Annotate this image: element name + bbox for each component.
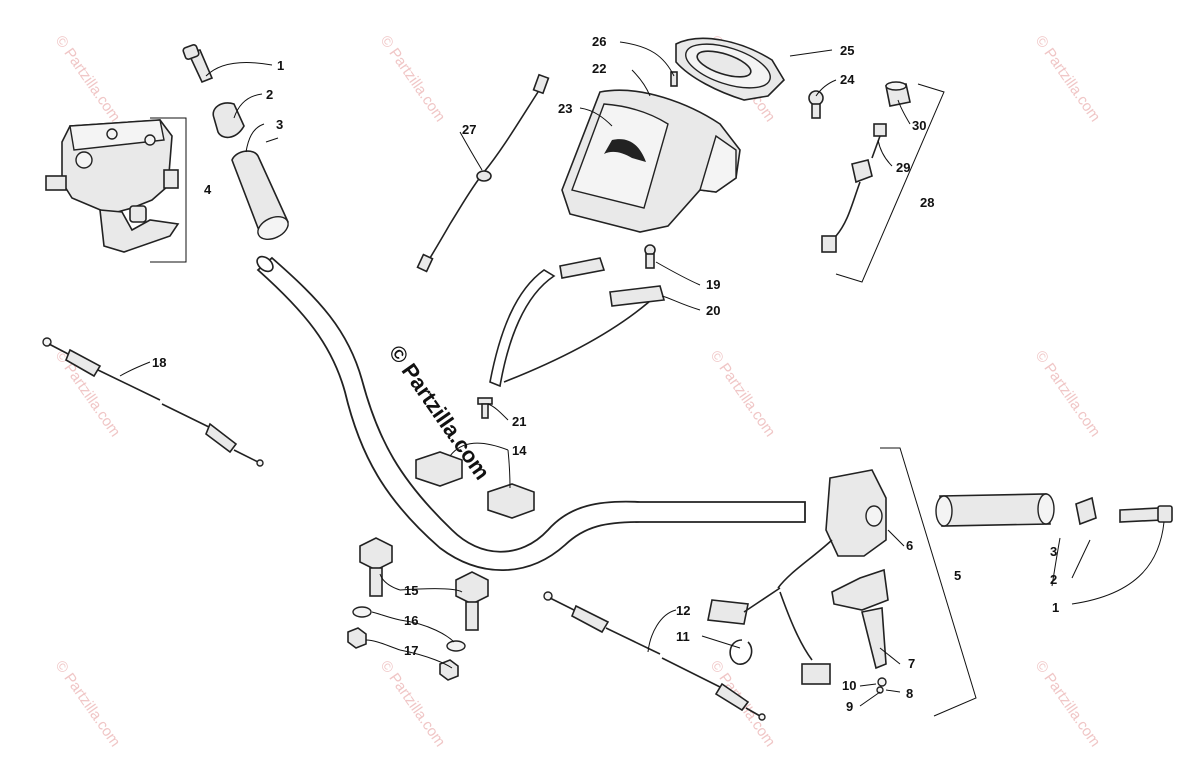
- callout-3: 3: [276, 117, 283, 132]
- screw-26: [670, 71, 678, 87]
- callout-20: 20: [706, 303, 720, 318]
- screw-24: [808, 90, 824, 119]
- switch-housing-right: [707, 469, 887, 685]
- left-bar-end-weight: [212, 102, 245, 139]
- callout-21: 21: [512, 414, 526, 429]
- callout-4: 4: [204, 182, 212, 197]
- right-grip-bolt: [1119, 505, 1173, 523]
- callout-9: 9: [846, 699, 853, 714]
- watermark-text: © Partzilla.com: [1032, 33, 1104, 126]
- gauge-assembly: [675, 37, 786, 101]
- switch-harness: [821, 81, 911, 253]
- callout-24: 24: [840, 72, 855, 87]
- callout-30: 30: [912, 118, 926, 133]
- bracket-4: [150, 117, 187, 263]
- callout-27: 27: [462, 122, 476, 137]
- callout-8: 8: [906, 686, 913, 701]
- throttle-housing: [45, 119, 180, 253]
- callout-22: 22: [592, 61, 606, 76]
- watermark-text: © Partzilla.com: [52, 658, 124, 751]
- watermark-text: © Partzilla.com: [52, 33, 124, 126]
- right-grip: [935, 493, 1055, 527]
- callout-16: 16: [404, 613, 418, 628]
- mount-bracket: [489, 244, 666, 388]
- callout-18: 18: [152, 355, 166, 370]
- washers-16: [352, 606, 466, 652]
- watermark-text: © Partzilla.com: [707, 348, 779, 441]
- handlebar: [256, 255, 806, 571]
- left-grip: [231, 150, 289, 241]
- watermark-text: © Partzilla.com: [377, 658, 449, 751]
- callout-11: 11: [676, 629, 690, 644]
- throttle-cable: [543, 591, 766, 721]
- callout-29: 29: [896, 160, 910, 175]
- callout-26: 26: [592, 34, 606, 49]
- callout-12: 12: [676, 603, 690, 618]
- callout-5: 5: [954, 568, 961, 583]
- callout-23: 23: [558, 101, 572, 116]
- nuts-17: [347, 627, 459, 681]
- callout-2-right: 2: [1050, 572, 1057, 587]
- callout-15: 15: [404, 583, 418, 598]
- throttle-lever: [831, 568, 889, 670]
- callout-labels: 1 2 3 4 1 2 3 5 6 7 8 9 10 11 12 14 15 1…: [152, 34, 1059, 714]
- callout-3-right: 3: [1050, 544, 1057, 559]
- callout-10: 10: [842, 678, 856, 693]
- brake-cable-left: [42, 337, 264, 467]
- callout-17: 17: [404, 643, 418, 658]
- bar-clamp-upper: [415, 451, 535, 519]
- callout-28: 28: [920, 195, 934, 210]
- callout-1: 1: [277, 58, 284, 73]
- clip-11: [729, 639, 753, 665]
- callout-19: 19: [706, 277, 720, 292]
- callout-25: 25: [840, 43, 854, 58]
- bracket-28: [835, 83, 945, 283]
- watermark-text: © Partzilla.com: [1032, 658, 1104, 751]
- bracket-5: [880, 447, 977, 717]
- watermark-text: © Partzilla.com: [377, 33, 449, 126]
- callout-2: 2: [266, 87, 273, 102]
- callout-14: 14: [512, 443, 527, 458]
- right-bar-end-weight: [1075, 496, 1097, 526]
- left-grip-bolt: [182, 44, 214, 84]
- speedometer-cable: [416, 73, 550, 273]
- leader-lines: [119, 41, 1165, 707]
- callout-6: 6: [906, 538, 913, 553]
- bar-clamp-lower: [359, 537, 489, 631]
- watermark-text: © Partzilla.com: [1032, 348, 1104, 441]
- watermark-layer: © Partzilla.com © Partzilla.com © Partzi…: [52, 33, 1104, 751]
- callout-7: 7: [908, 656, 915, 671]
- screw-21: [477, 397, 493, 419]
- instrument-pod: [561, 89, 741, 233]
- callout-1-right: 1: [1052, 600, 1059, 615]
- spring-parts: [876, 677, 887, 694]
